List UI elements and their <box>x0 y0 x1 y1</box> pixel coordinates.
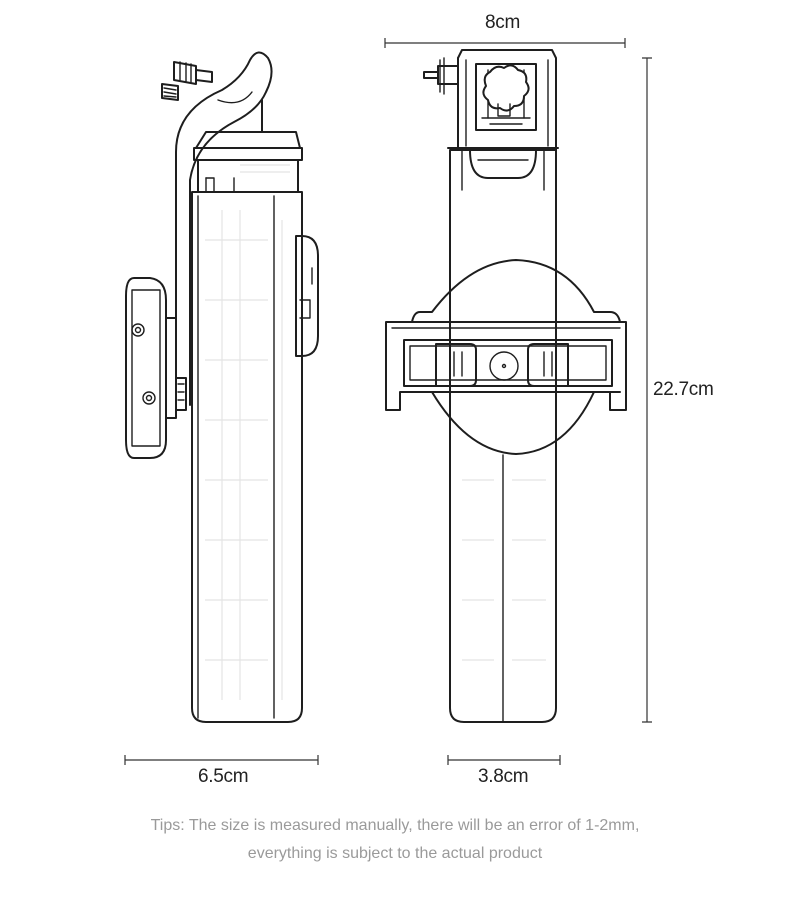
front-clamp-disc <box>411 259 621 455</box>
tips-line-2: everything is subject to the actual prod… <box>247 845 543 862</box>
side-grip-body <box>191 191 303 723</box>
height-dimension-line <box>642 57 652 723</box>
width-label: 8cm <box>485 12 520 33</box>
side-curved-arm <box>175 51 273 406</box>
side-clamp-plate <box>125 277 187 459</box>
depth-dimension-line <box>124 755 319 765</box>
front-knob <box>482 64 530 117</box>
dimension-lines <box>124 38 652 765</box>
width-dimension-line <box>384 38 626 48</box>
front-cold-shoe <box>423 57 459 95</box>
front-clamp-frame <box>385 321 627 411</box>
front-grip-body <box>449 149 557 723</box>
depth-label: 6.5cm <box>198 766 249 787</box>
tips-line-1: Tips: The size is measured manually, the… <box>150 817 640 834</box>
height-label: 22.7cm <box>653 379 714 400</box>
grip-width-label: 3.8cm <box>478 766 529 787</box>
front-view <box>385 49 627 723</box>
side-button <box>295 235 319 357</box>
side-head <box>193 131 303 193</box>
grip-width-dimension-line <box>447 755 561 765</box>
side-thumb-screw <box>161 61 213 101</box>
side-view <box>125 51 319 723</box>
